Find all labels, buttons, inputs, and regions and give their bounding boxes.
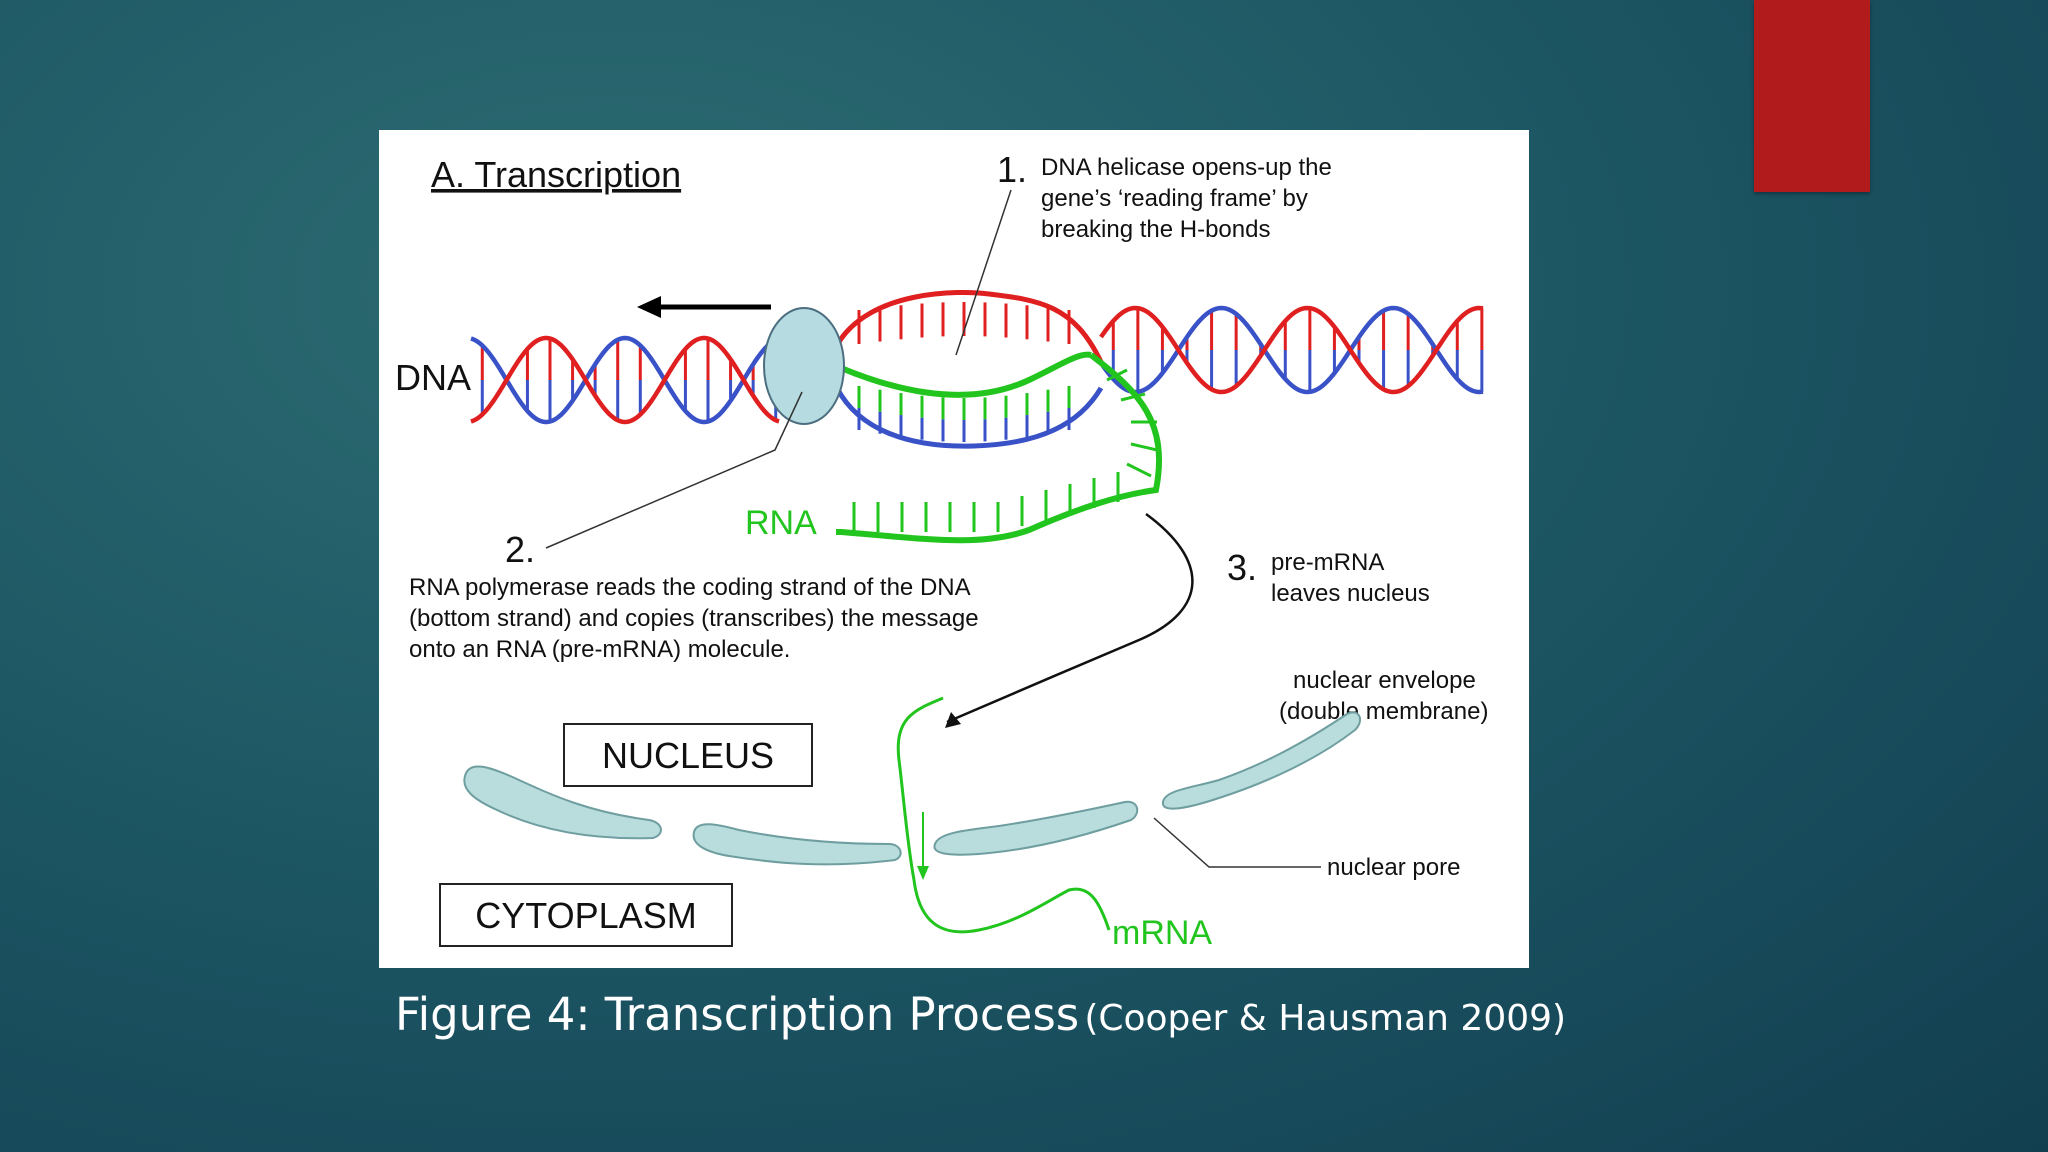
step2-number: 2. <box>505 529 535 570</box>
rna-nucleotide <box>1106 368 1128 382</box>
bubble-bottom-strand <box>834 386 1104 449</box>
figure-caption: Figure 4: Transcription Process (Cooper … <box>395 988 1695 1041</box>
dna-left-strand-bottom <box>470 335 780 425</box>
step1-line-1: DNA helicase opens-up the <box>1041 154 1332 181</box>
nuclear-pore-pointer <box>1153 817 1321 868</box>
step3-arrowhead <box>945 712 961 728</box>
cytoplasm-box <box>439 883 733 947</box>
figure-title: A. Transcription <box>431 154 681 195</box>
step1-number: 1. <box>997 149 1027 190</box>
nuclear-envelope-line-1: nuclear envelope <box>1293 667 1476 694</box>
cytoplasm-label: CYTOPLASM <box>475 895 696 936</box>
rna-label: RNA <box>745 504 817 542</box>
rna-nucleotides <box>852 368 1158 532</box>
dna-helix-right <box>1099 305 1484 395</box>
step2-line-3: onto an RNA (pre-mRNA) molecule. <box>409 636 790 663</box>
dna-left-strand-top <box>470 335 780 425</box>
bubble-bottom-rungs <box>857 386 1071 442</box>
step1-pointer <box>955 189 1012 356</box>
transcription-figure: A. Transcription DNA RNA 1. DNA helicase… <box>379 130 1529 968</box>
membrane-segment-2 <box>692 823 902 866</box>
nuclear-envelope-line-2: (double membrane) <box>1279 698 1488 725</box>
rna-nucleotide <box>1130 442 1158 452</box>
step3-line-2: leaves nucleus <box>1271 580 1430 607</box>
transcription-bubble <box>834 289 1104 449</box>
step1-line-3: breaking the H-bonds <box>1041 216 1270 243</box>
step2-line-1: RNA polymerase reads the coding strand o… <box>409 574 971 601</box>
step2-pointer <box>545 391 803 549</box>
step3-number: 3. <box>1227 547 1257 588</box>
caption-main: Figure 4: Transcription Process <box>395 988 1080 1041</box>
step3-line-1: pre-mRNA <box>1271 549 1384 576</box>
bubble-top-rungs <box>857 302 1071 344</box>
step3-arrow <box>946 512 1194 724</box>
figure-canvas: A. Transcription DNA RNA 1. DNA helicase… <box>395 149 1488 952</box>
direction-arrow <box>637 296 771 318</box>
membrane-segment-1 <box>463 765 662 840</box>
membrane-segment-3 <box>933 800 1139 856</box>
dna-right-strand-bottom <box>1099 305 1484 395</box>
dna-label: DNA <box>395 357 471 398</box>
rna-strand-loop <box>836 352 1163 544</box>
rna-strand-paired <box>839 351 1092 398</box>
dna-right-strand-top <box>1099 305 1484 395</box>
accent-tab <box>1754 0 1870 192</box>
membrane-segment-4 <box>1162 711 1362 810</box>
rna-nucleotide <box>1126 462 1152 478</box>
mrna-direction-arrowhead <box>917 866 929 880</box>
nucleus-box <box>563 723 813 787</box>
caption-citation: (Cooper & Hausman 2009) <box>1084 998 1567 1039</box>
step2-line-2: (bottom strand) and copies (transcribes)… <box>409 605 979 632</box>
nuclear-pore-label: nuclear pore <box>1327 854 1460 881</box>
nucleus-label: NUCLEUS <box>602 735 774 776</box>
mrna-label: mRNA <box>1112 914 1212 952</box>
bubble-top-strand <box>834 289 1104 364</box>
rna-nucleotide <box>1120 392 1146 402</box>
step1-line-2: gene’s ‘reading frame’ by <box>1041 185 1308 212</box>
dna-helix-left <box>470 335 780 425</box>
rna-polymerase <box>763 307 845 425</box>
nuclear-membrane <box>463 711 1362 866</box>
mrna-strand <box>896 696 1111 934</box>
